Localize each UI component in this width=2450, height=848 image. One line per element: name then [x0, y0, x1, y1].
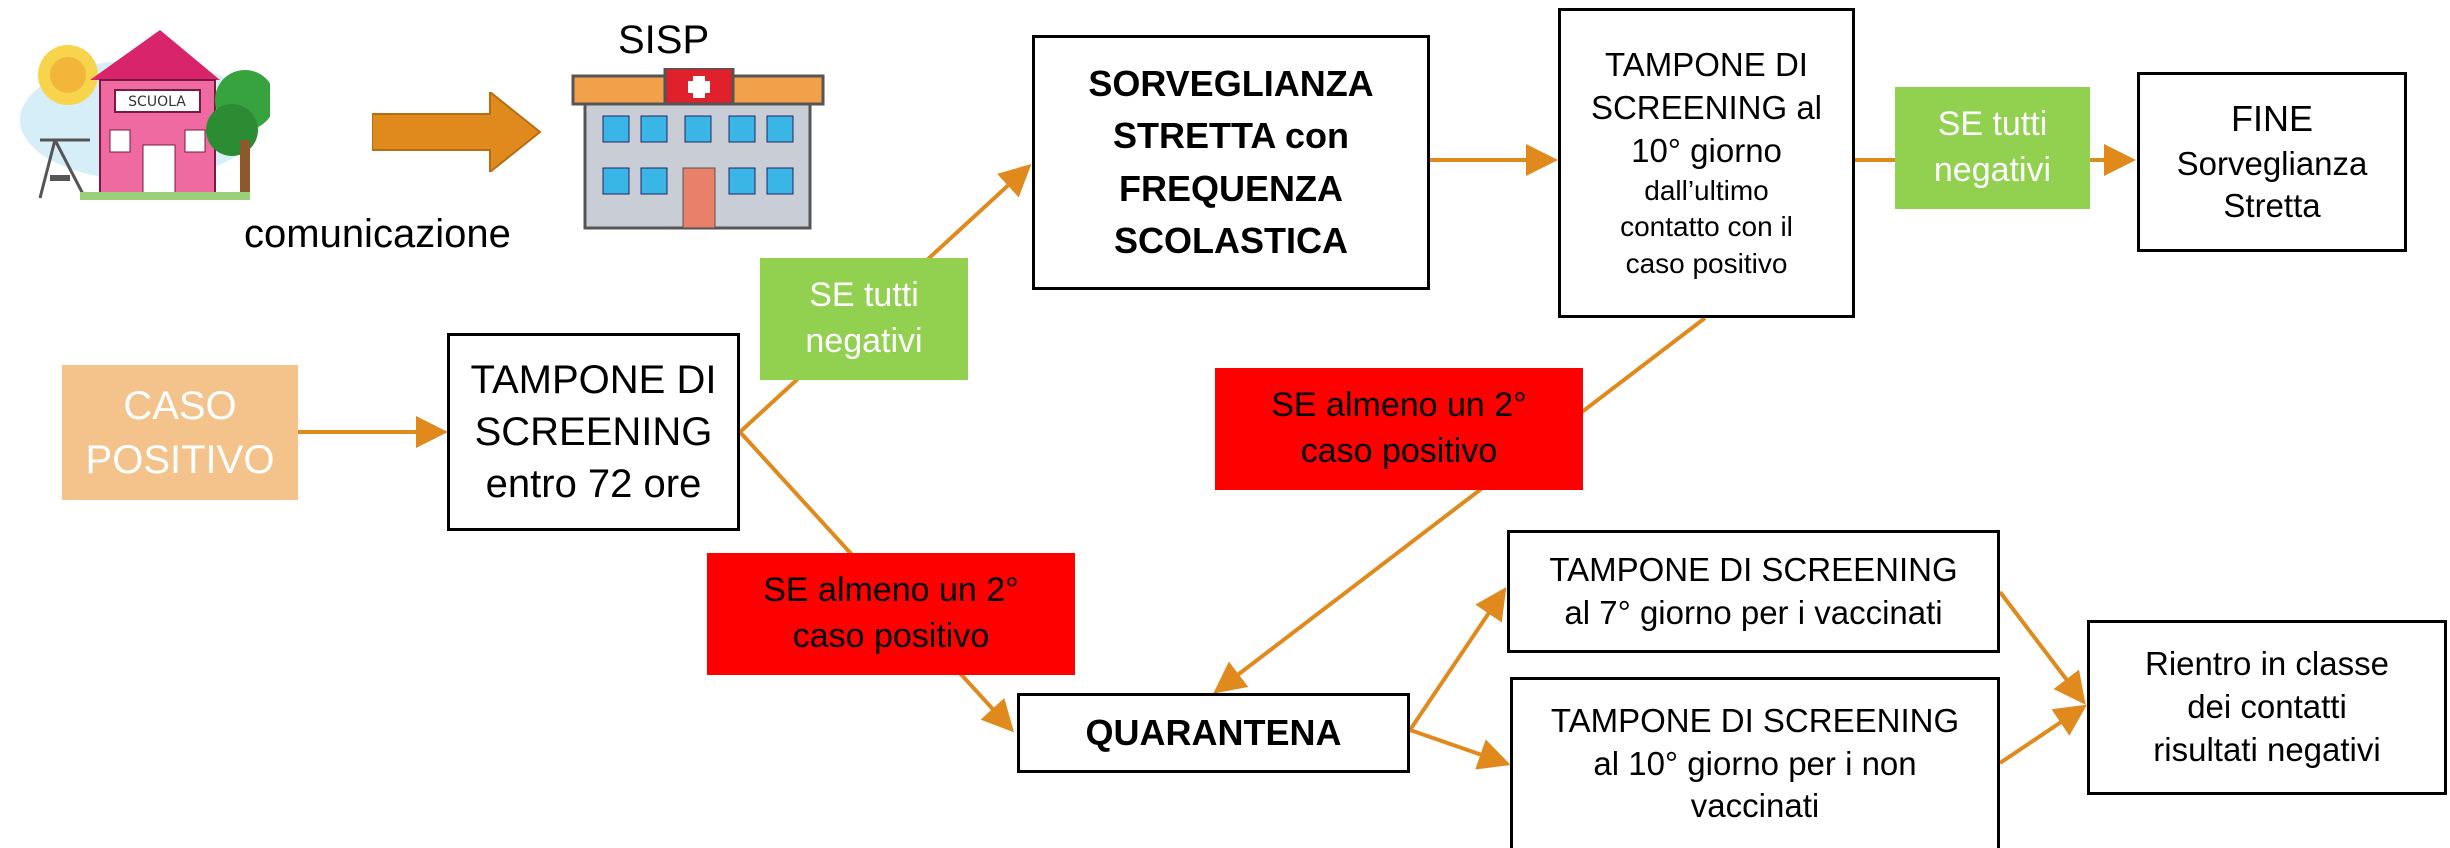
tampone-7-box: TAMPONE DI SCREENING al 7° giorno per i … [1507, 530, 2000, 653]
caso-positivo-line1: CASO [123, 383, 237, 428]
quarantena-box: QUARANTENA [1017, 693, 1410, 773]
tampone-72-line2: SCREENING [474, 410, 713, 454]
arrow-quarantena-to-tampone10nv [1409, 728, 1511, 770]
tampone-10-top-line6: caso positivo [1625, 247, 1788, 279]
rientro-line1: Rientro in classe [2145, 645, 2389, 683]
tampone-72-box: TAMPONE DI SCREENING entro 72 ore [447, 333, 740, 531]
se-almeno-top-line1: SE almeno un 2° [1271, 386, 1527, 425]
rientro-line3: risultati negativi [2153, 730, 2381, 768]
se-tutti-negativi-2-line2: negativi [1933, 151, 2052, 189]
se-tutti-negativi-2: SE tutti negativi [1895, 87, 2090, 209]
tampone-10-nv-line2: al 10° giorno per i non [1593, 744, 1917, 782]
tampone-72-line3: entro 72 ore [485, 462, 702, 506]
sorveglianza-line4: SCOLASTICA [1114, 219, 1348, 261]
fine-line1: FINE [2230, 97, 2313, 139]
quarantena-label: QUARANTENA [1085, 711, 1342, 753]
se-tutti-negativi-1-line2: negativi [805, 322, 923, 360]
communication-arrow-icon [372, 92, 542, 172]
school-sign-text: SCUOLA [128, 94, 186, 110]
se-almeno-top-line2: caso positivo [1300, 432, 1498, 470]
tampone-7-line1: TAMPONE DI SCREENING [1549, 550, 1958, 588]
arrow-tampone10-to-quarantena [1213, 316, 1707, 694]
se-almeno-bottom: SE almeno un 2° caso positivo [707, 553, 1075, 675]
tampone-10-nv-line1: TAMPONE DI SCREENING [1550, 701, 1960, 739]
se-tutti-negativi-2-line1: SE tutti [1937, 105, 2048, 144]
fine-line2: Sorveglianza [2176, 144, 2368, 182]
tampone-7-line2: al 7° giorno per i vaccinati [1564, 593, 1943, 631]
tampone-10-top-line4: dall’ultimo [1644, 174, 1769, 206]
sorveglianza-box: SORVEGLIANZA STRETTA con FREQUENZA SCOLA… [1032, 35, 1430, 290]
school-icon: SCUOLA [20, 30, 270, 200]
tampone-10-top-line5: contatto con il [1620, 211, 1793, 243]
fine-line3: Stretta [2223, 187, 2321, 225]
sorveglianza-line2: STRETTA con [1113, 115, 1349, 157]
caso-positivo-line2: POSITIVO [85, 437, 275, 482]
tampone-10-nv-box: TAMPONE DI SCREENING al 10° giorno per i… [1510, 677, 2000, 848]
rientro-box: Rientro in classe dei contatti risultati… [2087, 620, 2447, 795]
fine-box: FINE Sorveglianza Stretta [2137, 72, 2407, 252]
se-almeno-top: SE almeno un 2° caso positivo [1215, 368, 1583, 490]
arrow-tampone7-to-rientro [1998, 590, 2086, 705]
caso-positivo-box: CASO POSITIVO [62, 365, 298, 500]
tampone-72-line1: TAMPONE DI [470, 358, 717, 402]
tampone-10-top-box: TAMPONE DI SCREENING al 10° giorno dall’… [1558, 8, 1855, 318]
se-tutti-negativi-1: SE tutti negativi [760, 258, 968, 380]
rientro-line2: dei contatti [2187, 688, 2347, 726]
se-almeno-bottom-line2: caso positivo [792, 617, 990, 655]
arrow-tampone10nv-to-rientro [1998, 704, 2087, 765]
sorveglianza-line1: SORVEGLIANZA [1088, 63, 1374, 105]
sorveglianza-line3: FREQUENZA [1119, 167, 1343, 209]
communication-label: comunicazione [244, 212, 511, 256]
tampone-10-top-line1: TAMPONE DI [1605, 46, 1808, 84]
arrow-quarantena-to-tampone7 [1408, 587, 1507, 732]
tampone-10-top-line2: SCREENING al [1590, 88, 1823, 126]
sisp-label: SISP [618, 18, 710, 62]
se-tutti-negativi-1-line1: SE tutti [809, 276, 919, 315]
se-almeno-bottom-line1: SE almeno un 2° [763, 571, 1019, 610]
tampone-10-nv-line3: vaccinati [1690, 787, 1820, 825]
hospital-icon [571, 68, 825, 230]
tampone-10-top-line3: 10° giorno [1631, 131, 1782, 169]
